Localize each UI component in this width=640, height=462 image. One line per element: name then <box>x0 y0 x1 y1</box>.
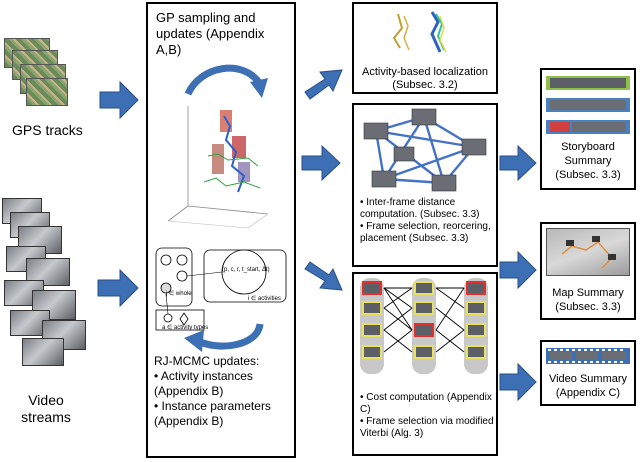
storyboard-caption-line3: (Subsec. 3.3) <box>555 169 621 181</box>
graph-left-caption: j ∈ whole <box>166 291 192 297</box>
localization-caption: Activity-based localization (Subsec. 3.2… <box>358 66 492 92</box>
cost-bullet-computation: Cost computation (Appendix C) <box>360 392 496 416</box>
localization-caption-line2: (Subsec. 3.2) <box>392 79 458 91</box>
rj-bullet-parameters: Instance parameters (Appendix B) <box>154 399 294 429</box>
storyboard-caption-line1: Storyboard <box>561 141 615 153</box>
distance-box: Inter-frame distance computation. (Subse… <box>352 103 498 267</box>
storyboard-strips <box>546 76 630 134</box>
localization-caption-line1: Activity-based localization <box>362 66 488 78</box>
storyboard-caption: Storyboard Summary (Subsec. 3.3) <box>544 140 632 182</box>
rj-mcmc-section: RJ-MCMC updates: Activity instances (App… <box>154 354 294 429</box>
cost-bullets: Cost computation (Appendix C) Frame sele… <box>360 392 496 440</box>
arrow-to-map <box>499 250 537 290</box>
video-summary-caption-line1: Video Summary <box>548 373 628 385</box>
graph-bottom-caption: a ∈ activity types <box>162 325 209 331</box>
arrow-to-storyboard <box>499 144 537 182</box>
graph-right-caption: i ∈ activities <box>248 296 281 302</box>
distance-bullets: Inter-frame distance computation. (Subse… <box>360 197 496 245</box>
distance-graph <box>363 108 487 192</box>
video-summary-box: Video Summary (Appendix C) <box>540 340 636 406</box>
rj-bullet-activity: Activity instances (Appendix B) <box>154 369 294 399</box>
video-label-line2: streams <box>21 409 71 425</box>
map-caption-line1: Map Summary <box>552 287 624 299</box>
video-summary-caption: Video Summary (Appendix C) <box>544 372 632 400</box>
video-label: Video streams <box>16 392 76 426</box>
video-summary-caption-line2: (Appendix C) <box>555 387 621 399</box>
trellis-diagram <box>360 278 488 374</box>
video-thumbnails <box>0 198 92 368</box>
graphical-model <box>155 247 287 331</box>
map-path <box>561 236 616 269</box>
film-strip <box>546 348 630 364</box>
rj-mcmc-title: RJ-MCMC updates: <box>154 354 260 368</box>
map-caption: Map Summary (Subsec. 3.3) <box>544 286 632 314</box>
arrow-to-video-summary <box>499 362 537 402</box>
curved-arrow-top <box>184 64 268 98</box>
gp-sampling-title: GP sampling and updates (Appendix A,B) <box>156 10 265 57</box>
localization-box: Activity-based localization (Subsec. 3.2… <box>352 2 498 94</box>
curved-arrow-bottom <box>184 323 264 352</box>
graph-formula: (p, c, r, t_start, Δt) <box>222 267 270 273</box>
gps-thumbnails <box>4 38 68 108</box>
map-thumbnail <box>546 228 630 276</box>
arrow-gps-to-gp <box>99 80 139 120</box>
arrow-to-distance <box>301 144 341 182</box>
distance-bullet-computation: Inter-frame distance computation. (Subse… <box>360 197 496 221</box>
gps-label: GPS tracks <box>12 122 83 138</box>
map-caption-line2: (Subsec. 3.3) <box>555 301 621 313</box>
gp-sampling-box: GP sampling and updates (Appendix A,B) <box>146 2 296 458</box>
video-label-line1: Video <box>28 392 64 408</box>
map-summary-box: Map Summary (Subsec. 3.3) <box>540 222 636 320</box>
storyboard-box: Storyboard Summary (Subsec. 3.3) <box>540 68 636 190</box>
localization-plot <box>392 11 447 53</box>
distance-bullet-selection: Frame selection, reorcering, placement (… <box>360 221 496 245</box>
cost-box: Cost computation (Appendix C) Frame sele… <box>352 272 498 456</box>
arrow-video-to-gp <box>97 268 139 308</box>
arrow-to-localization <box>304 69 343 100</box>
cost-bullet-viterbi: Frame selection via modified Viterbi (Al… <box>360 416 496 440</box>
storyboard-caption-line2: Summary <box>564 155 612 167</box>
gp-3d-plot <box>167 106 269 229</box>
arrow-to-cost <box>304 261 343 291</box>
